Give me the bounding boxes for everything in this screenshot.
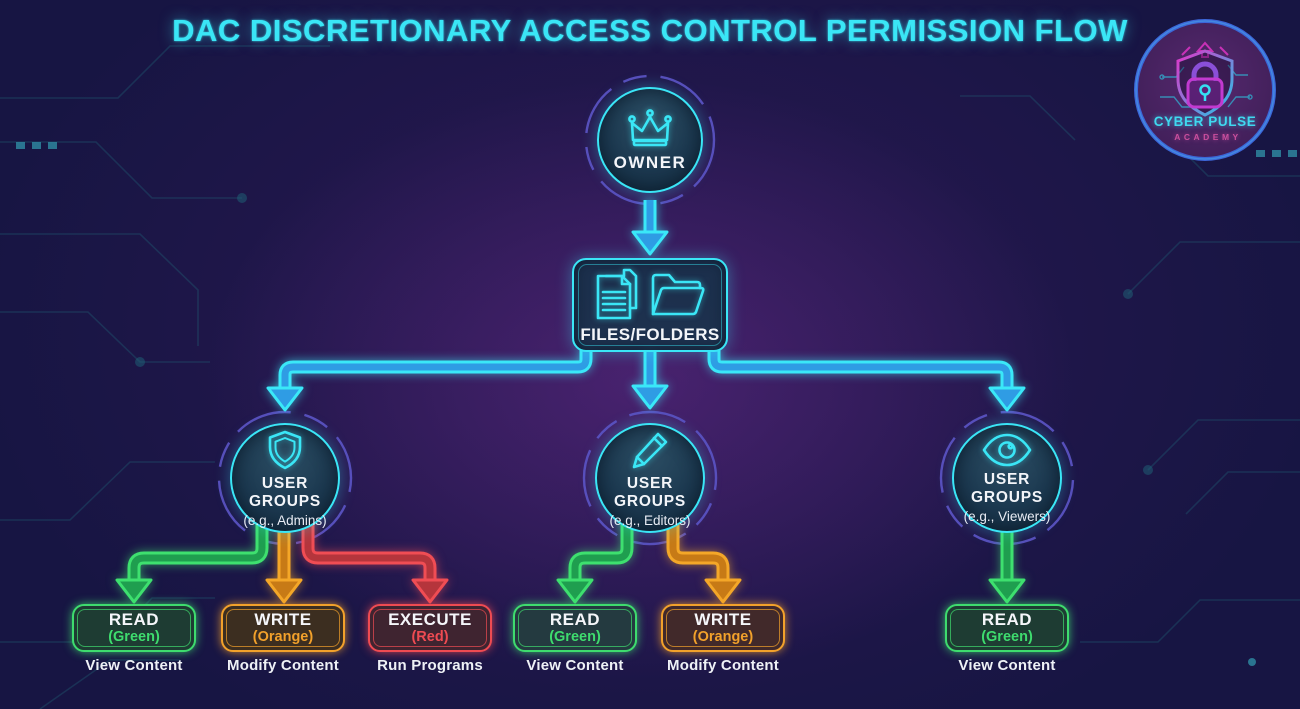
permission-label: WRITE xyxy=(694,609,752,629)
logo-subtitle: ACADEMY xyxy=(1174,132,1242,142)
user-group-label: USER GROUPS xyxy=(971,470,1043,506)
user-group-admins-node: USER GROUPS (e.g., Admins) xyxy=(230,423,340,533)
arrow-admins-to-read xyxy=(115,505,269,604)
permission-color-name: (Orange) xyxy=(252,628,314,645)
arrow-editors-to-write xyxy=(666,505,742,604)
permission-label: READ xyxy=(549,609,601,629)
permission-label: READ xyxy=(108,609,160,629)
logo-title: CYBER PULSE xyxy=(1153,114,1257,129)
page-title: DAC DISCRETIONARY ACCESS CONTROL PERMISS… xyxy=(172,13,1128,48)
permission-color-name: (Green) xyxy=(981,628,1033,645)
documents-icon xyxy=(593,268,639,320)
cyber-pulse-academy-logo: CYBER PULSE ACADEMY xyxy=(1132,17,1278,163)
permission-label: EXECUTE xyxy=(388,609,472,629)
permission-description: Modify Content xyxy=(667,657,779,674)
permission-execute-admins: EXECUTE (Red) xyxy=(368,604,492,652)
permission-label: READ xyxy=(981,609,1033,629)
user-group-label: USER GROUPS xyxy=(249,474,321,510)
shield-icon xyxy=(265,429,305,471)
owner-node: OWNER xyxy=(597,87,703,193)
crown-icon xyxy=(625,107,675,147)
files-folders-node: FILES/FOLDERS xyxy=(572,258,728,352)
user-group-sublabel: (e.g., Editors) xyxy=(609,512,691,528)
eye-icon xyxy=(981,433,1033,467)
user-group-sublabel: (e.g., Viewers) xyxy=(963,508,1051,524)
permission-write-editors: WRITE (Orange) xyxy=(661,604,785,652)
permission-write-admins: WRITE (Orange) xyxy=(221,604,345,652)
permission-color-name: (Red) xyxy=(411,628,449,645)
arrow-owner-to-files xyxy=(631,200,669,256)
permission-color-name: (Green) xyxy=(549,628,601,645)
owner-label: OWNER xyxy=(613,153,687,172)
permission-color-name: (Orange) xyxy=(692,628,754,645)
user-group-editors-node: USER GROUPS (e.g., Editors) xyxy=(595,423,705,533)
permission-read-viewers: READ (Green) xyxy=(945,604,1069,652)
arrow-files-to-viewers xyxy=(707,350,1026,412)
user-group-viewers-node: USER GROUPS (e.g., Viewers) xyxy=(952,423,1062,533)
arrow-editors-to-read xyxy=(556,505,634,604)
files-folders-label: FILES/FOLDERS xyxy=(580,324,720,344)
permission-description: View Content xyxy=(958,657,1056,674)
permission-description: Modify Content xyxy=(227,657,339,674)
pencil-icon xyxy=(629,429,671,471)
logo-emblem xyxy=(1134,19,1276,161)
arrow-admins-to-execute xyxy=(301,505,449,604)
permission-read-editors: READ (Green) xyxy=(513,604,637,652)
permission-description: View Content xyxy=(526,657,624,674)
arrow-files-to-editors xyxy=(631,350,669,410)
permission-label: WRITE xyxy=(254,609,312,629)
permission-read-admins: READ (Green) xyxy=(72,604,196,652)
permission-description: View Content xyxy=(85,657,183,674)
arrow-files-to-admins xyxy=(266,350,593,412)
user-group-label: USER GROUPS xyxy=(614,474,686,510)
folder-icon xyxy=(649,270,707,318)
user-group-sublabel: (e.g., Admins) xyxy=(243,512,327,528)
permission-description: Run Programs xyxy=(377,657,483,674)
permission-color-name: (Green) xyxy=(108,628,160,645)
